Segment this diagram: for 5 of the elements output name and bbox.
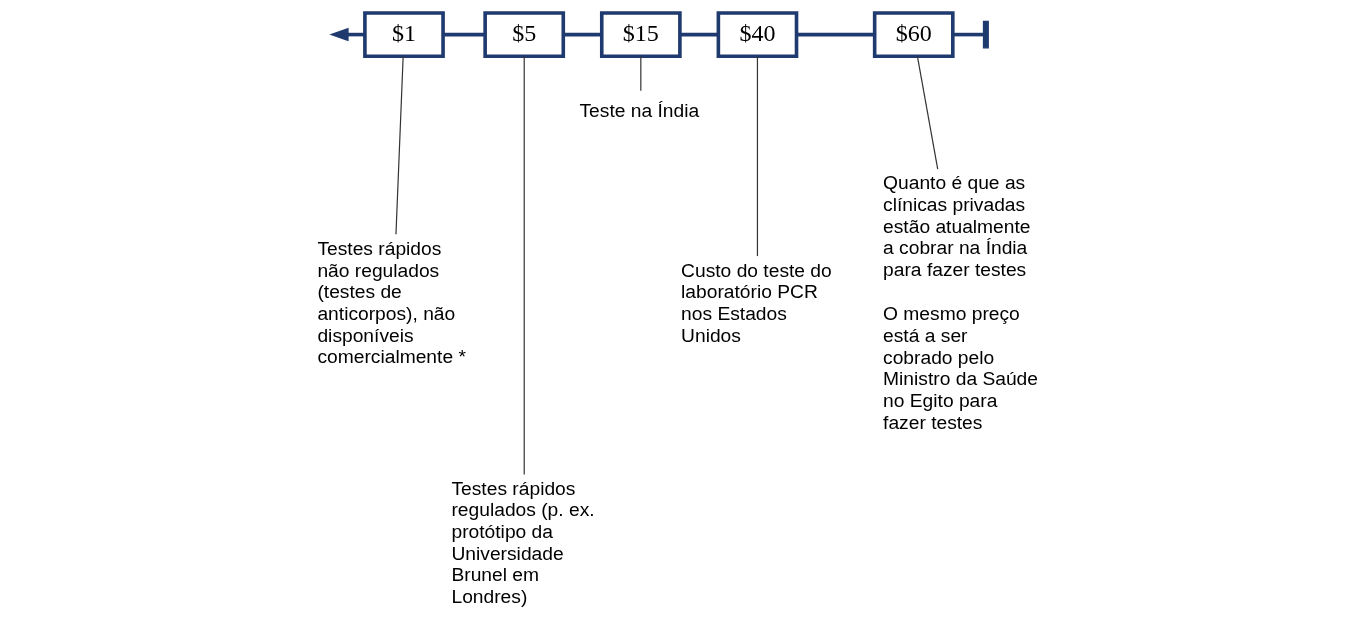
node-text: Testes rápidos não regulados (testes de anticorpos), não disponíveis comercialmente *	[316, 237, 466, 368]
node-text: Testes rápidos regulados (p. ex. protótipo da Universidade Brunel em Londres)	[450, 477, 595, 607]
node-text: Teste na Índia	[579, 100, 699, 122]
node-text: Quanto é que as clínicas privadas estão atualmente a cobrar na Índia para fazer testes O mesmo preço está a ser cobrado pelo Ministro da Saúde no Egito para fazer testes	[882, 172, 1038, 433]
node-text: Custo do teste do laboratório PCR nos Estados Unidos	[680, 259, 832, 346]
